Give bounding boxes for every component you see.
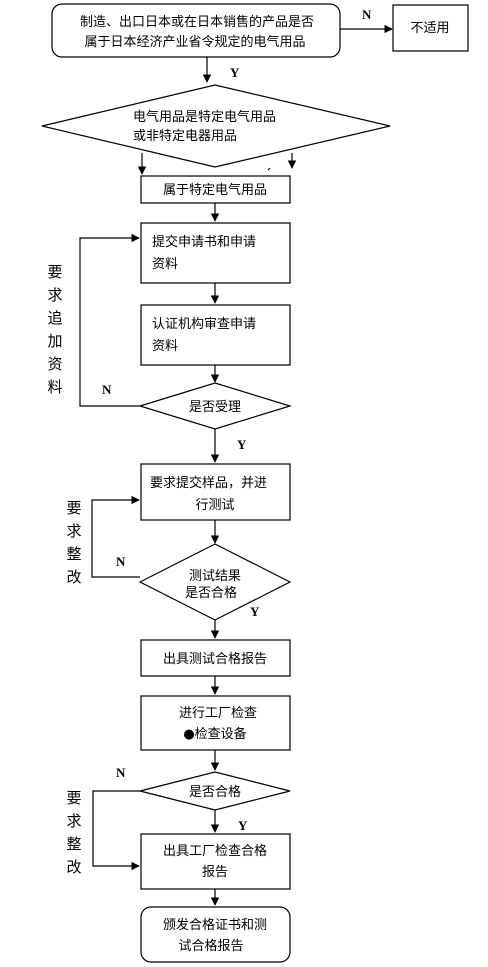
side-note-char: 改 <box>66 858 81 876</box>
submit-application-node: 提交申请书和申请 资料 <box>140 222 291 284</box>
decision-test-line-2: 是否合格 <box>185 585 237 601</box>
side-note-char: 要 <box>47 263 62 281</box>
specific-appliance-text: 属于特定电气用品 <box>163 182 267 198</box>
edge-label-n-inspection: N <box>116 765 126 780</box>
edge-label-y-decision: Y <box>230 65 240 80</box>
edge-inspection-no-loop <box>92 790 140 871</box>
edge-label-y-test: Y <box>250 604 260 619</box>
test-report-text: 出具测试合格报告 <box>163 651 267 667</box>
decision-test-result: 测试结果 是否合格 <box>138 543 292 621</box>
side-note-char: 资 <box>47 355 62 373</box>
test-report-node: 出具测试合格报告 <box>140 639 291 677</box>
decision-appliance-type: 电气用品是特定电气用品 或非特定电器用品 <box>41 84 391 168</box>
side-note-char: 追 <box>47 309 62 327</box>
review-line-2: 资料 <box>152 339 178 354</box>
decision-accepted-text: 是否受理 <box>189 400 241 415</box>
not-applicable-node: 不适用 <box>392 4 469 52</box>
inspection-line-2: ●检查设备 <box>183 726 246 742</box>
submit-line-2: 资料 <box>152 257 178 272</box>
edge-label-y-inspection: Y <box>238 818 248 833</box>
side-note-char: 求 <box>66 812 81 830</box>
decision-test-line-1: 测试结果 <box>189 569 241 584</box>
side-note-char: 要 <box>66 499 81 517</box>
edge-accepted-no-loop <box>79 233 140 407</box>
not-applicable-text: 不适用 <box>410 21 449 36</box>
edge-label-n-test: N <box>116 554 126 569</box>
inspection-report-node: 出具工厂检查合格 报告 <box>140 833 291 890</box>
sample-line-1: 要求提交样品，并进 <box>150 475 267 491</box>
side-note-char: 改 <box>66 568 81 586</box>
inspection-line-1: 进行工厂检查 <box>179 706 257 721</box>
sample-line-2: 行测试 <box>195 498 234 513</box>
submit-line-1: 提交申请书和申请 <box>152 234 256 250</box>
edge-label-y-accepted: Y <box>237 437 247 452</box>
start-line-1: 制造、出口日本或在日本销售的产品是否 <box>80 14 314 30</box>
decision-accepted: 是否受理 <box>137 382 293 430</box>
certificate-node: 颁发合格证书和测 试合格报告 <box>140 906 291 963</box>
start-node: 制造、出口日本或在日本销售的产品是否 属于日本经济产业省令规定的电气用品 <box>51 3 341 58</box>
decision-appliance-line-2: 或非特定电器用品 <box>133 129 237 144</box>
inspection-report-line-2: 报告 <box>202 865 228 880</box>
edge-test-no-loop <box>91 495 140 578</box>
start-line-2: 属于日本经济产业省令规定的电气用品 <box>84 34 305 50</box>
connectors <box>79 24 393 906</box>
factory-inspection-node: 进行工厂检查 ●检查设备 <box>140 695 291 751</box>
certificate-line-2: 试合格报告 <box>178 938 243 954</box>
side-note-char: 整 <box>66 545 81 563</box>
edge-label-n-accepted: N <box>102 382 112 397</box>
side-note-char: 整 <box>66 835 81 853</box>
side-note-char: 加 <box>47 332 62 350</box>
inspection-report-line-1: 出具工厂检查合格 <box>163 843 267 859</box>
side-note-char: 料 <box>47 378 62 396</box>
sample-test-node: 要求提交样品，并进 行测试 <box>140 463 291 521</box>
side-note-char: 求 <box>47 286 62 304</box>
side-note-char: 求 <box>66 522 81 540</box>
review-line-1: 认证机构审查申请 <box>152 317 256 332</box>
decision-inspection-passed: 是否合格 <box>139 771 291 811</box>
specific-appliance-node: 属于特定电气用品 <box>140 175 291 204</box>
decision-appliance-line-1: 电气用品是特定电气用品 <box>133 109 276 125</box>
review-node: 认证机构审查申请 资料 <box>140 304 291 366</box>
edge-label-n-not-applicable: N <box>362 7 372 22</box>
decision-inspection-text: 是否合格 <box>189 784 241 800</box>
certificate-line-1: 颁发合格证书和测 <box>163 917 267 933</box>
decision-mark <box>267 167 271 171</box>
side-note-char: 要 <box>66 789 81 807</box>
